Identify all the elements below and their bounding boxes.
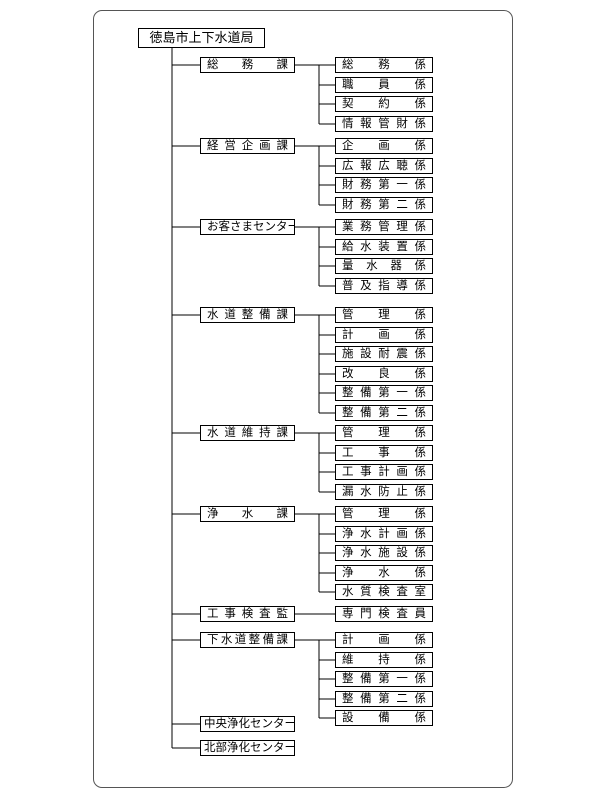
section-box: 整備第一係 (335, 385, 433, 401)
section-box: 量水器係 (335, 258, 433, 274)
section-box: 漏水防止係 (335, 484, 433, 500)
department-box-label: 工事検査監 (207, 606, 288, 621)
section-box: 情報管財係 (335, 116, 433, 132)
section-box: 水質検査室 (335, 584, 433, 600)
section-box-label: 整備第一係 (342, 385, 426, 400)
section-box: 広報広聴係 (335, 158, 433, 174)
section-box: 改良係 (335, 366, 433, 382)
section-box: 業務管理係 (335, 219, 433, 235)
department-box-label: お客さまセンター (207, 219, 294, 234)
section-box-label: 職員係 (342, 77, 426, 92)
section-box-label: 浄水施設係 (342, 545, 426, 560)
department-box: 経営企画課 (200, 138, 295, 154)
department-box: 水道整備課 (200, 307, 295, 323)
section-box-label: 広報広聴係 (342, 158, 426, 173)
root-label: 徳島市上下水道局 (149, 30, 254, 46)
section-box-label: 業務管理係 (342, 219, 426, 234)
section-box: 契約係 (335, 96, 433, 112)
department-box: お客さまセンター (200, 219, 295, 235)
department-box: 北部浄化センター (200, 740, 295, 756)
section-box: 職員係 (335, 77, 433, 93)
section-box: 総務係 (335, 57, 433, 73)
department-box-label: 総務課 (207, 57, 288, 72)
section-box: 工事計画係 (335, 464, 433, 480)
section-box-label: 管理係 (342, 307, 426, 322)
section-box: 工事係 (335, 445, 433, 461)
section-box: 整備第一係 (335, 671, 433, 687)
department-box-label: 浄水課 (207, 506, 288, 521)
section-box-label: 浄水計画係 (342, 526, 426, 541)
section-box-label: 量水器係 (342, 258, 426, 273)
section-box: 企画係 (335, 138, 433, 154)
section-box: 管理係 (335, 425, 433, 441)
section-box: 浄水計画係 (335, 526, 433, 542)
department-box-label: 下水道整備課 (207, 632, 288, 647)
department-box-label: 経営企画課 (207, 138, 288, 153)
section-box: 給水装置係 (335, 239, 433, 255)
section-box-label: 専門検査員 (342, 606, 426, 621)
department-box-label: 北部浄化センター (204, 740, 295, 755)
section-box-label: 契約係 (342, 96, 426, 111)
section-box: 設備係 (335, 710, 433, 726)
section-box-label: 管理係 (342, 425, 426, 440)
section-box: 財務第一係 (335, 177, 433, 193)
section-box-label: 浄水係 (342, 565, 426, 580)
section-box: 維持係 (335, 652, 433, 668)
diagram-frame (93, 10, 513, 788)
department-box: 浄水課 (200, 506, 295, 522)
section-box-label: 維持係 (342, 652, 426, 667)
department-box: 中央浄化センター (200, 716, 295, 732)
section-box-label: 設備係 (342, 710, 426, 725)
section-box-label: 改良係 (342, 366, 426, 381)
section-box: 整備第二係 (335, 405, 433, 421)
section-box-label: 施設耐震係 (342, 346, 426, 361)
root-organization-box: 徳島市上下水道局 (138, 28, 265, 48)
section-box-label: 計画係 (342, 327, 426, 342)
department-box: 下水道整備課 (200, 632, 295, 648)
section-box-label: 水質検査室 (342, 584, 426, 599)
department-box: 総務課 (200, 57, 295, 73)
section-box-label: 漏水防止係 (342, 484, 426, 499)
section-box-label: 企画係 (342, 138, 426, 153)
section-box-label: 整備第二係 (342, 405, 426, 420)
department-box-label: 中央浄化センター (204, 716, 295, 731)
section-box-label: 工事係 (342, 445, 426, 460)
section-box-label: 総務係 (342, 57, 426, 72)
section-box: 浄水係 (335, 565, 433, 581)
section-box: 計画係 (335, 632, 433, 648)
section-box-label: 整備第二係 (342, 691, 426, 706)
section-box-label: 整備第一係 (342, 671, 426, 686)
department-box: 工事検査監 (200, 606, 295, 622)
section-box-label: 情報管財係 (342, 116, 426, 131)
section-box: 財務第二係 (335, 197, 433, 213)
section-box-label: 計画係 (342, 632, 426, 647)
section-box: 専門検査員 (335, 606, 433, 622)
section-box-label: 財務第一係 (342, 177, 426, 192)
section-box-label: 工事計画係 (342, 464, 426, 479)
department-box-label: 水道維持課 (207, 425, 288, 440)
section-box-label: 普及指導係 (342, 278, 426, 293)
section-box: 施設耐震係 (335, 346, 433, 362)
section-box: 浄水施設係 (335, 545, 433, 561)
section-box: 計画係 (335, 327, 433, 343)
section-box: 管理係 (335, 307, 433, 323)
section-box-label: 給水装置係 (342, 239, 426, 254)
section-box-label: 管理係 (342, 506, 426, 521)
section-box: 普及指導係 (335, 278, 433, 294)
department-box: 水道維持課 (200, 425, 295, 441)
department-box-label: 水道整備課 (207, 307, 288, 322)
section-box: 整備第二係 (335, 691, 433, 707)
section-box-label: 財務第二係 (342, 197, 426, 212)
section-box: 管理係 (335, 506, 433, 522)
